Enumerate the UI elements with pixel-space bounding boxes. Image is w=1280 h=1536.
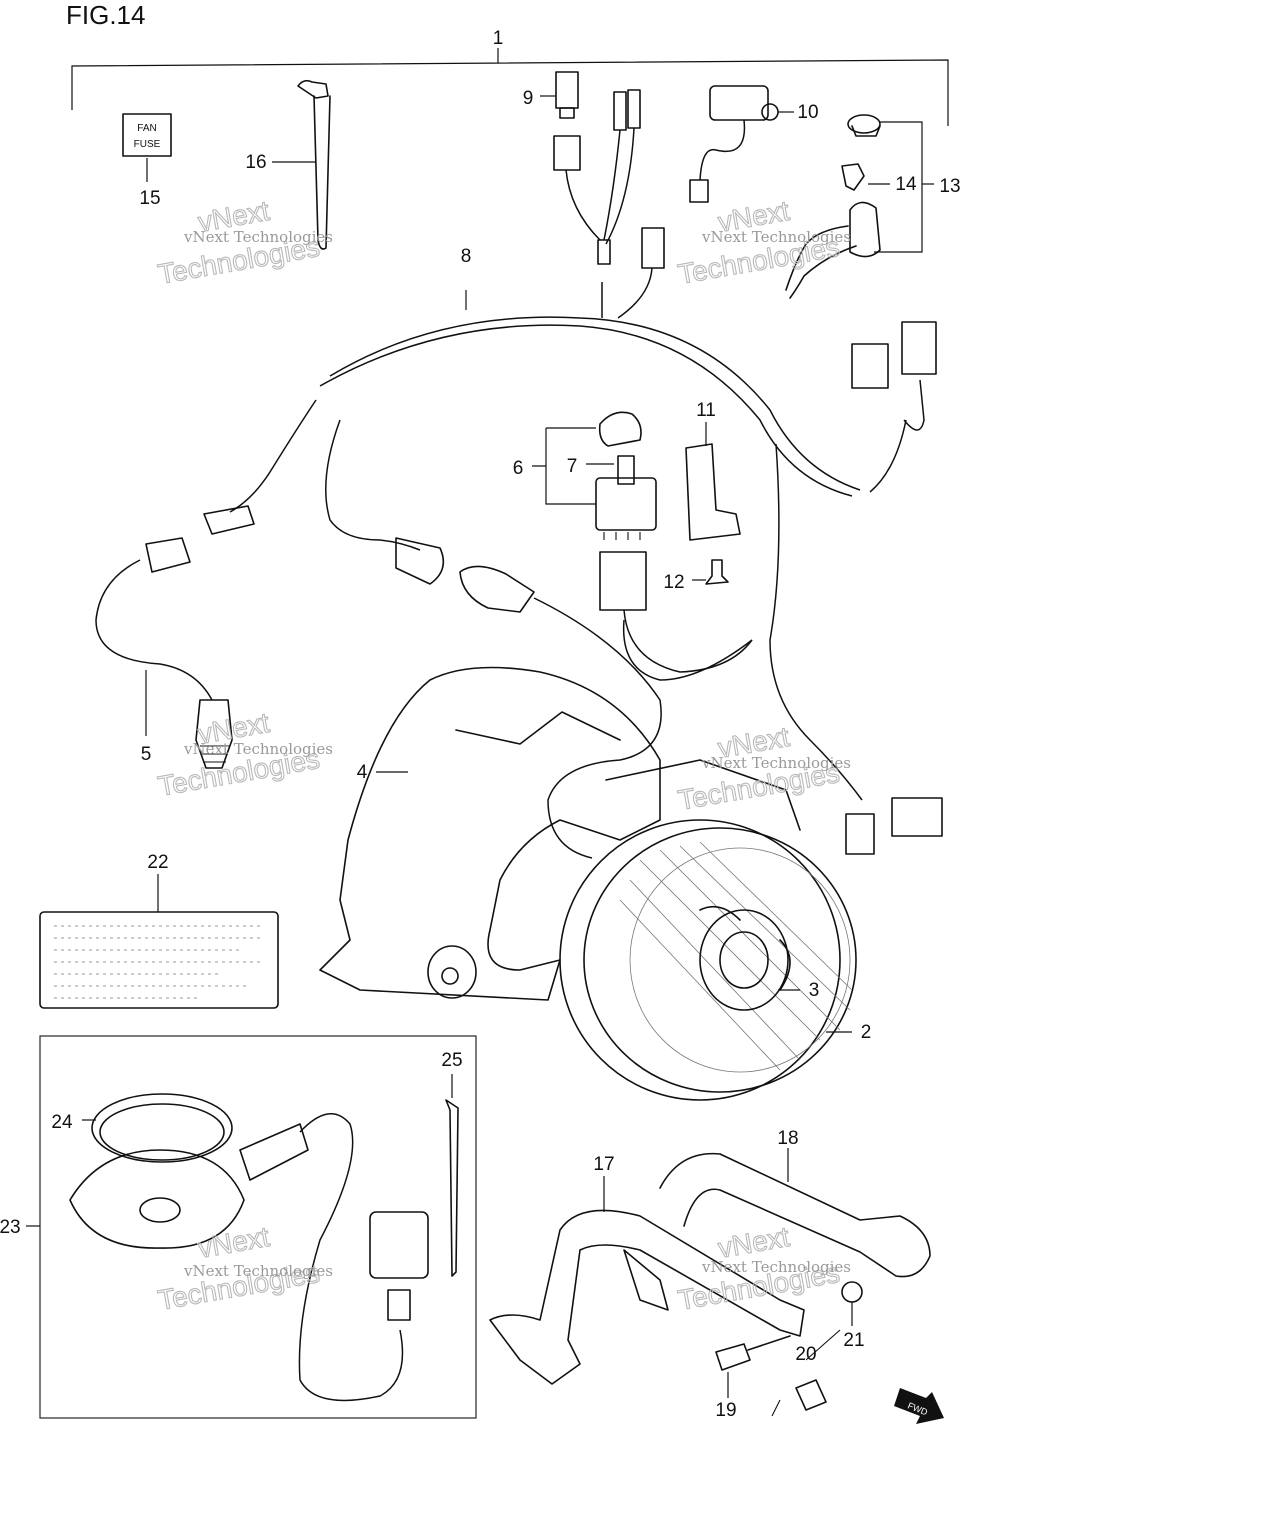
callout-9: 9 (523, 88, 534, 109)
callout-20: 20 (795, 1344, 816, 1365)
callout-4: 4 (357, 762, 368, 783)
warning-label (39, 874, 279, 1009)
wiring-harness (95, 290, 943, 859)
watermark-small-4: vNext Technologies (701, 754, 851, 772)
callout-10: 10 (797, 102, 818, 123)
watermark-small-1: vNext Technologies (183, 228, 333, 246)
fan-fuse: FAN FUSE (122, 113, 172, 182)
thermo-switch-connector (689, 85, 794, 203)
fuse-text-top: FAN (137, 123, 156, 134)
watermarks: vNext Technologies vNext Technologies vN… (155, 194, 851, 1316)
temperature-sensor (145, 670, 233, 769)
figure-title: FIG.14 (66, 0, 145, 30)
callout-16: 16 (245, 152, 266, 173)
callout-22: 22 (147, 852, 168, 873)
callout-15: 15 (139, 188, 160, 209)
watermark-big-top-5: vNext (196, 1221, 272, 1264)
callout-1: 1 (493, 28, 504, 49)
callouts: 1 2 3 4 5 6 7 8 9 10 11 12 13 14 15 16 1… (0, 28, 961, 1421)
watermark-small-3: vNext Technologies (183, 740, 333, 758)
callout-3: 3 (809, 980, 820, 1001)
wire-clamp (272, 79, 331, 250)
fuse-holder (540, 71, 665, 319)
callout-19: 19 (715, 1400, 736, 1421)
callout-18: 18 (777, 1128, 798, 1149)
fan-brackets (489, 1148, 931, 1417)
forward-arrow-icon: FWD (894, 1388, 944, 1424)
callout-25: 25 (441, 1050, 462, 1071)
callout-21: 21 (843, 1330, 864, 1351)
fan-shroud (319, 666, 661, 1001)
watermark-small-5: vNext Technologies (183, 1262, 333, 1280)
callout-6: 6 (513, 458, 524, 479)
watermark-small-2: vNext Technologies (701, 228, 851, 246)
callout-24: 24 (51, 1112, 73, 1133)
fan-motor-kit (26, 1035, 477, 1419)
callout-12: 12 (663, 572, 684, 593)
fan-relay (532, 411, 753, 673)
watermark-small-6: vNext Technologies (701, 1258, 851, 1276)
callout-11: 11 (696, 400, 716, 421)
fan-motor (559, 759, 857, 1101)
fuse-text-bottom: FUSE (134, 139, 161, 150)
assembly-bracket-1 (71, 48, 949, 126)
callout-8: 8 (461, 246, 472, 267)
callout-23: 23 (0, 1217, 21, 1238)
callout-17: 17 (593, 1154, 614, 1175)
relay-bracket (685, 422, 741, 585)
callout-2: 2 (861, 1022, 872, 1043)
callout-14: 14 (895, 174, 917, 195)
callout-7: 7 (567, 456, 578, 477)
fan-switch-assembly (785, 114, 934, 299)
callout-13: 13 (939, 176, 960, 197)
callout-5: 5 (141, 744, 152, 765)
